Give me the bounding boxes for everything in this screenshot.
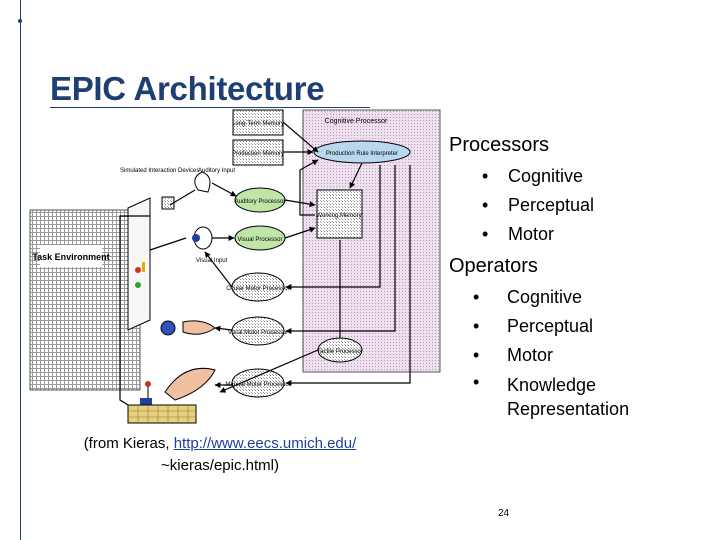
cognitive-processor-label: Cognitive Processor <box>325 118 388 125</box>
vocal-motor-processor-label: Vocal Motor Processor <box>228 330 288 336</box>
diagram-connectors <box>119 121 411 406</box>
mouth-icon <box>182 320 216 335</box>
hand-icon <box>164 367 216 401</box>
ear-icon <box>194 171 211 193</box>
keyboard-icon <box>127 404 197 424</box>
eye-pupil-icon <box>192 234 200 242</box>
operators-heading: Operators <box>449 255 538 277</box>
task-environment-label-bg <box>40 245 102 267</box>
task-environment-box <box>29 209 141 391</box>
microphone-icon <box>160 320 176 336</box>
joystick-base-icon <box>140 398 152 406</box>
task-environment-label: Task Environment <box>32 252 109 262</box>
display-screen <box>127 197 151 331</box>
vocal-motor-processor-ellipse <box>231 316 285 346</box>
simulated-device-label: Simulated Interaction Devices <box>120 168 199 174</box>
processors-list: Cognitive Perceptual Motor <box>482 162 594 249</box>
slide-title: EPIC Architecture <box>50 70 325 107</box>
source-caption: (from Kieras, http://www.eecs.umich.edu/… <box>70 433 370 477</box>
tactile-processor-label: Tactile Processor <box>317 349 363 355</box>
corner-dot <box>18 19 22 23</box>
caption-prefix: (from Kieras, <box>83 435 174 452</box>
screen-green-dot <box>135 282 141 288</box>
keyboard-keys <box>128 405 196 423</box>
visual-processor-label: Visual Processor <box>238 237 283 243</box>
list-item: Knowledge Representation <box>473 370 673 421</box>
long-term-memory-label: Long-Term Memory <box>232 121 284 127</box>
working-memory-box <box>316 189 363 239</box>
list-item: Motor <box>473 341 673 370</box>
source-link[interactable]: http://www.eecs.umich.edu/ <box>173 435 357 452</box>
list-item: Motor <box>482 220 594 249</box>
auditory-processor-label: Auditory Processor <box>235 199 286 205</box>
ocular-motor-processor-label: Ocular Motor Processor <box>226 286 289 292</box>
auditory-input-label: Auditory Input <box>198 168 235 174</box>
production-rule-interpreter-label: Production Rule Interpreter <box>326 151 398 157</box>
list-item: Cognitive <box>473 283 673 312</box>
screen-yellow-bar <box>142 262 145 272</box>
manual-motor-processor-ellipse <box>231 368 285 398</box>
production-memory-label: Production Memory <box>232 151 284 157</box>
operators-list: Cognitive Perceptual Motor Knowledge Rep… <box>473 283 673 421</box>
title-underline <box>50 107 370 108</box>
caption-suffix: ~kieras/epic.html) <box>161 457 279 474</box>
long-term-memory-box <box>232 109 284 136</box>
list-item: Cognitive <box>482 162 594 191</box>
list-item: Perceptual <box>482 191 594 220</box>
list-item: Perceptual <box>473 312 673 341</box>
processors-heading: Processors <box>449 134 550 156</box>
working-memory-label: Working Memory <box>316 213 361 219</box>
page-number: 24 <box>498 508 510 519</box>
joystick-knob-icon <box>145 381 151 387</box>
left-rule <box>20 0 21 540</box>
production-memory-box <box>232 139 284 166</box>
manual-motor-processor-label: Manual Motor Processor <box>225 382 290 388</box>
screen-red-dot <box>135 267 141 273</box>
